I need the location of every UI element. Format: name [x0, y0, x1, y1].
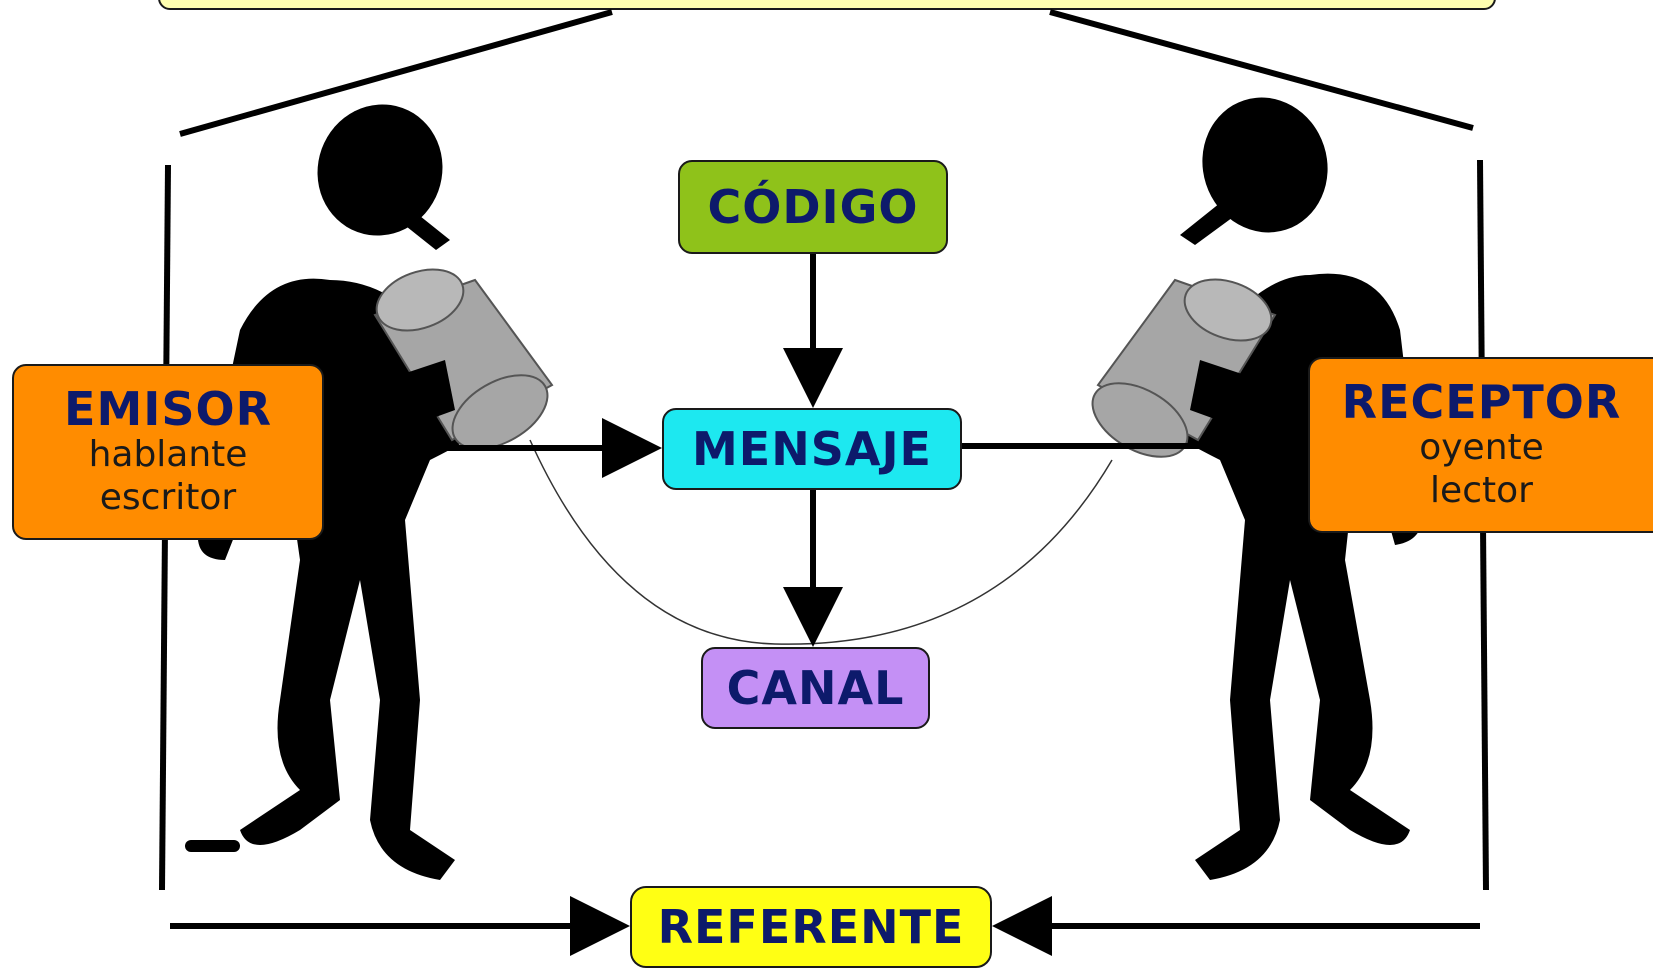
roof-line-right — [1049, 9, 1474, 131]
codigo-box: CÓDIGO — [678, 160, 948, 254]
canal-box: CANAL — [701, 647, 930, 729]
left-hand — [385, 360, 455, 430]
emisor-box: EMISOR hablante escritor — [12, 364, 324, 540]
right-hand — [1190, 360, 1260, 430]
receptor-label: RECEPTOR — [1341, 374, 1622, 429]
emisor-label: EMISOR — [64, 381, 272, 436]
receptor-role-2: lector — [1430, 470, 1533, 512]
receptor-role-1: oyente — [1419, 426, 1544, 468]
receptor-box: RECEPTOR oyente lector — [1308, 357, 1653, 533]
referente-label: REFERENTE — [657, 899, 965, 954]
codigo-label: CÓDIGO — [707, 179, 919, 234]
mensaje-label: MENSAJE — [692, 421, 932, 476]
roof-line-left — [179, 9, 613, 137]
emisor-role-1: hablante — [88, 433, 248, 475]
referente-box: REFERENTE — [630, 886, 992, 968]
mensaje-box: MENSAJE — [662, 408, 962, 490]
right-tin-can — [1091, 278, 1277, 458]
emisor-role-2: escritor — [99, 477, 237, 519]
can-string — [529, 439, 1113, 645]
canal-label: CANAL — [726, 660, 905, 715]
